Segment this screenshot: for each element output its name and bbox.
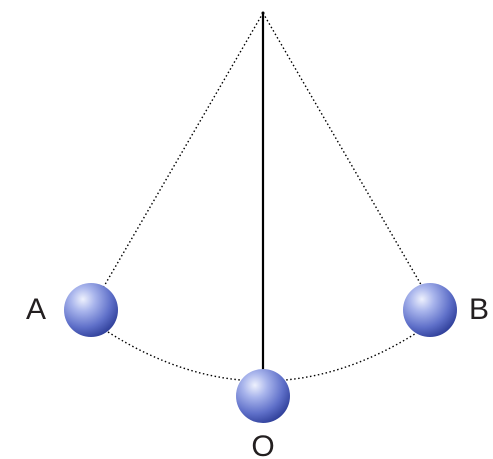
label-o: O [251, 430, 274, 459]
bob-o [236, 369, 290, 423]
bob-b [403, 283, 457, 337]
label-a: A [26, 293, 46, 326]
string-to-a [102, 12, 264, 289]
string-to-b [262, 12, 424, 289]
bob-a [64, 283, 118, 337]
label-b: B [469, 293, 489, 326]
